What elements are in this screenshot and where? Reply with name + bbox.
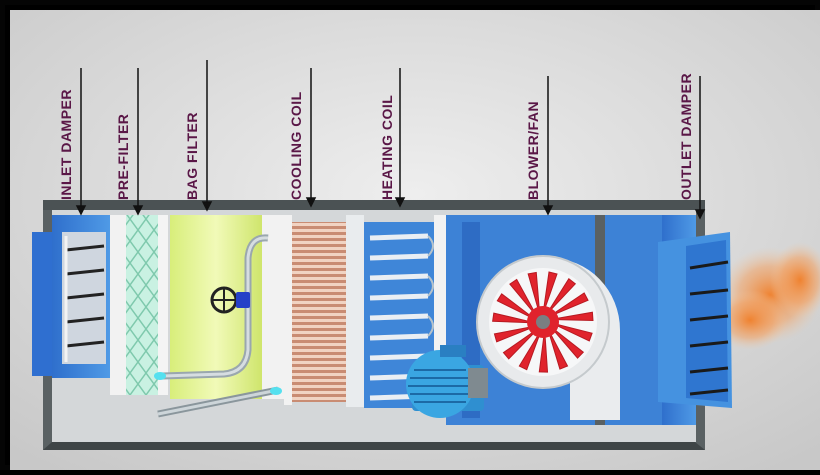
label-cooling-coil: COOLING COIL: [288, 91, 304, 200]
ahu-diagram: INLET DAMPER PRE-FILTER BAG FILTER COOLI…: [10, 10, 820, 470]
outlet-damper: [658, 215, 732, 425]
blower-section: [406, 215, 662, 425]
top-rail: [43, 200, 705, 210]
fan-motor: [406, 345, 488, 418]
ahu-illustration: [10, 10, 820, 470]
label-blower-fan: BLOWER/FAN: [525, 100, 541, 200]
label-pre-filter: PRE-FILTER: [115, 113, 131, 200]
cooling-coil: [284, 215, 364, 407]
pre-filter: [110, 215, 168, 395]
exhaust-plume: [712, 242, 820, 350]
pointer-arrows: [75, 60, 706, 220]
label-bag-filter: BAG FILTER: [184, 112, 200, 200]
fan-wheel: [492, 271, 594, 373]
bag-filter: [154, 215, 284, 418]
label-inlet-damper: INLET DAMPER: [58, 89, 74, 200]
label-heating-coil: HEATING COIL: [379, 94, 395, 200]
inlet-damper: [32, 215, 110, 378]
label-outlet-damper: OUTLET DAMPER: [678, 72, 694, 200]
